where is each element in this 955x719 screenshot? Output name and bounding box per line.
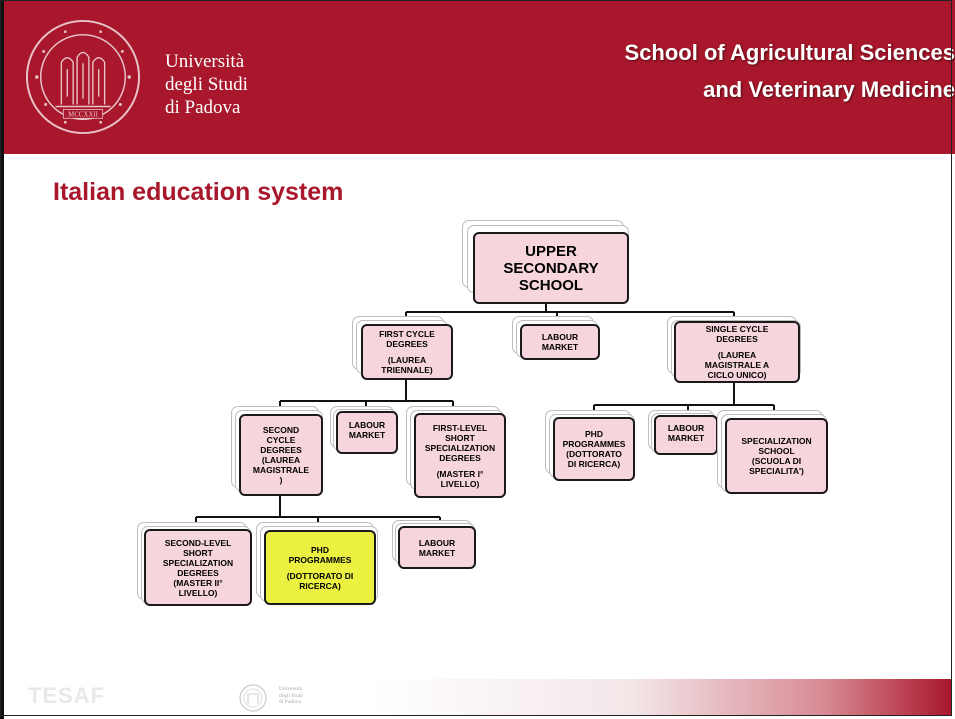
- university-seal-icon: MCCXXII: [25, 19, 141, 135]
- svg-text:MCCXXII: MCCXXII: [68, 111, 99, 118]
- node-labour-market-4: LABOUR MARKET: [398, 526, 476, 569]
- node-labour-market-1: LABOUR MARKET: [520, 324, 600, 360]
- left-border: [0, 0, 4, 719]
- node-upper-secondary-school: UPPER SECONDARY SCHOOL: [473, 232, 629, 304]
- node-specialization-school: SPECIALIZATION SCHOOL (SCUOLA DI SPECIAL…: [725, 418, 828, 494]
- university-name-line-2: degli Studi: [165, 74, 248, 95]
- header-banner: MCCXXII Università degli Studi di Padova…: [4, 0, 955, 154]
- footer-university-name: Università degli Studi di Padova: [279, 686, 303, 705]
- school-name-line-2: and Veterinary Medicine: [703, 77, 955, 102]
- university-name: Università degli Studi di Padova: [165, 50, 248, 119]
- university-name-line-3: di Padova: [165, 97, 241, 118]
- node-first-level-master: FIRST-LEVEL SHORT SPECIALIZATION DEGREES…: [414, 413, 506, 498]
- node-phd-programmes-left: PHD PROGRAMMES (DOTTORATO DI RICERCA): [264, 530, 376, 605]
- node-first-cycle-degrees: FIRST CYCLE DEGREES (LAUREA TRIENNALE): [361, 324, 453, 380]
- node-second-level-master: SECOND-LEVEL SHORT SPECIALIZATION DEGREE…: [144, 529, 252, 606]
- node-second-cycle-degrees: SECOND CYCLE DEGREES (LAUREA MAGISTRALE …: [239, 414, 323, 496]
- slide-title: Italian education system: [53, 178, 344, 206]
- node-single-cycle-degrees: SINGLE CYCLE DEGREES (LAUREA MAGISTRALE …: [674, 321, 800, 383]
- university-name-line-1: Università: [165, 51, 245, 72]
- footer-faded-logo-text: TESAF: [28, 683, 106, 708]
- node-phd-programmes-right: PHD PROGRAMMES (DOTTORATO DI RICERCA): [553, 417, 635, 481]
- school-name-line-1: School of Agricultural Sciences: [624, 40, 955, 65]
- school-name: School of Agricultural Sciences and Vete…: [625, 34, 955, 108]
- footer-seal-icon: [239, 684, 267, 712]
- node-labour-market-2: LABOUR MARKET: [336, 411, 398, 454]
- footer-gradient-bar: [372, 679, 952, 716]
